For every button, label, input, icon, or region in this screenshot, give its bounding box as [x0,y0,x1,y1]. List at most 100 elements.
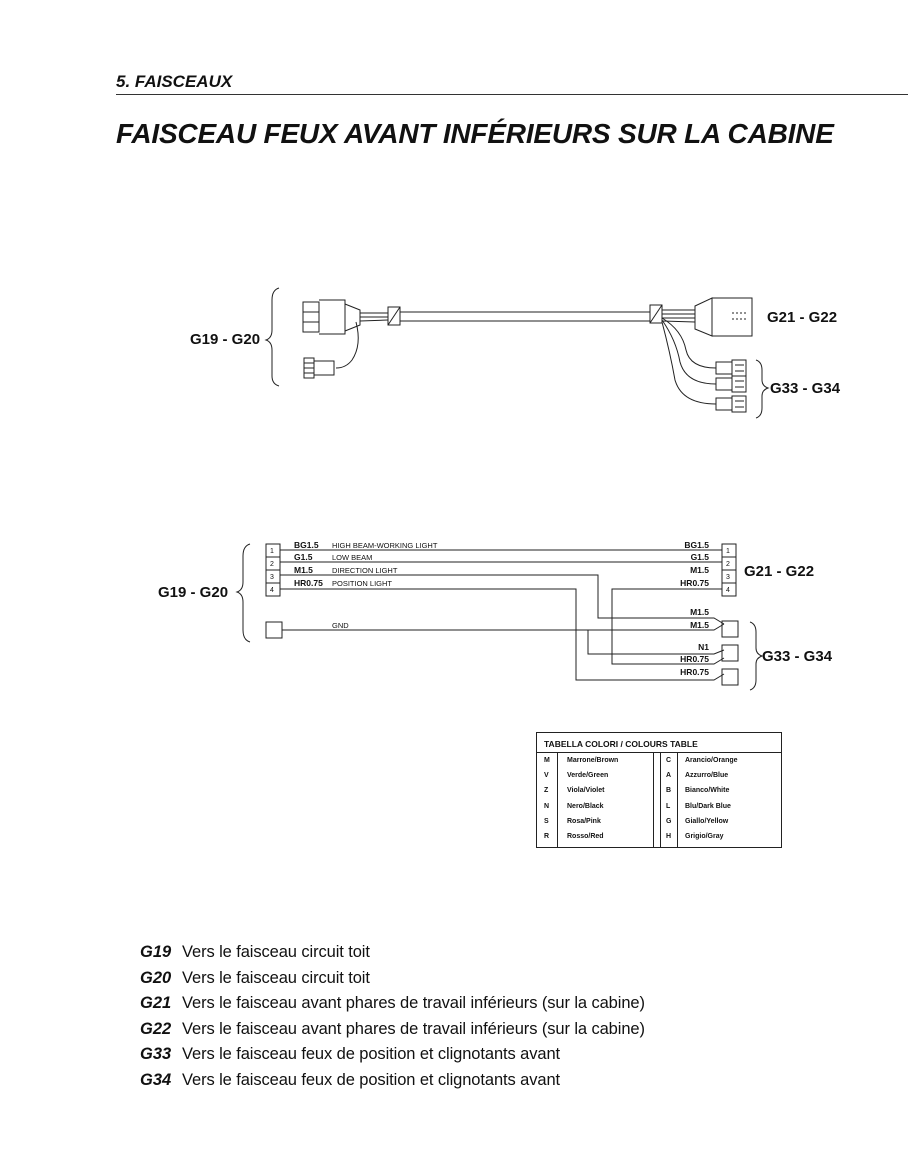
left-pin-1: 1 [270,548,274,555]
color-code: Z [544,787,549,795]
g33-label-1: M1.5 [690,607,709,617]
color-name: Marrone/Brown [567,757,619,764]
color-code: C [666,757,672,764]
g33-label-4: HR0.75 [680,654,709,664]
left-pin-2: 2 [270,561,274,568]
colors-table: TABELLA COLORI / COLOURS TABLE M Marrone/… [536,732,782,848]
color-code: M [544,757,550,764]
schematic-right-brace [749,621,764,691]
pictorial-left-small-connector [303,357,335,379]
colors-table-row: N Nero/Black [537,803,653,818]
legend-code: G21 [140,994,172,1013]
color-code: S [544,817,549,825]
colors-table-left-column: M Marrone/Brown V Verde/Green Z Viola/Viole… [537,753,654,847]
color-name: Nero/Black [567,802,604,810]
color-name: Rosso/Red [567,832,604,840]
color-name: Grigio/Gray [685,832,724,840]
wire-label-left-2: G1.5 [294,552,313,562]
color-name: Verde/Green [567,772,609,780]
pictorial-left-brace [264,287,280,387]
legend-text: Vers le faisceau avant phares de travail… [182,1019,645,1038]
wire-desc-4: POSITION LIGHT [332,579,392,588]
schematic-left-brace [235,543,251,643]
header-rule [116,94,908,95]
schematic-right-connector-g33a [721,620,739,638]
legend-text: Vers le faisceau feux de position et cli… [182,1045,561,1064]
color-code: N [544,802,550,810]
color-code: L [666,802,671,810]
color-code: B [666,787,672,795]
legend-item: G21 Vers le faisceau avant phares de trav… [140,994,645,1020]
legend-code: G34 [140,1070,172,1089]
right-pin-4: 4 [726,587,730,594]
colors-table-row: L Blu/Dark Blue [661,803,783,818]
g33-label-2: M1.5 [690,620,709,630]
g33-label-5: HR0.75 [680,667,709,677]
pictorial-left-sleeve [387,306,401,326]
colors-table-row: B Bianco/White [661,787,783,802]
schematic-right-connector-g33c [721,668,739,686]
color-code: G [666,817,672,825]
legend-code: G19 [140,943,172,961]
legend-text: Vers le faisceau circuit toit [182,968,370,987]
pictorial-left-connector [302,299,361,335]
wire-label-right-1: BG1.5 [684,540,709,550]
right-pin-2: 2 [726,561,730,568]
wire-label-left-4: HR0.75 [294,578,323,588]
schematic-right-bottom-label: G33 - G34 [762,648,833,665]
legend-text: Vers le faisceau circuit toit [182,943,370,961]
schematic-right-connector-g33b [721,644,739,662]
legend-item: G22 Vers le faisceau avant phares de trav… [140,1020,645,1046]
right-pin-3: 3 [726,574,730,581]
wire-label-left-3: M1.5 [294,565,313,575]
left-pin-3: 3 [270,574,274,581]
colors-table-row: M Marrone/Brown [537,757,653,772]
right-pin-1: 1 [726,548,730,555]
wire-m15 [280,574,725,625]
schematic-left-gnd-connector [265,621,283,639]
legend-text: Vers le faisceau avant phares de travail… [182,994,645,1013]
legend-item: G19 Vers le faisceau circuit toit [140,943,645,969]
legend-item: G33 Vers le faisceau feux de position et … [140,1045,645,1071]
g33-label-3: N1 [698,642,709,652]
colors-table-row: A Azzurro/Blue [661,772,783,787]
pictorial-right-brace [755,359,770,419]
color-name: Azzurro/Blue [685,772,729,780]
page-title: FAISCEAU FEUX AVANT INFÉRIEURS SUR LA CA… [116,118,834,149]
pictorial-right-bottom-label: G33 - G34 [770,380,841,397]
legend-text: Vers le faisceau feux de position et cli… [182,1070,561,1089]
color-name: Bianco/White [685,787,730,795]
schematic-right-top-label: G21 - G22 [744,563,814,580]
wire-desc-1: HIGH BEAM-WORKING LIGHT [332,541,438,550]
legend-code: G22 [140,1019,172,1038]
pictorial-right-connector [694,297,753,337]
pictorial-right-small-connectors [715,359,747,413]
wire-hr075-a [280,588,725,681]
wire-label-right-3: M1.5 [690,565,709,575]
wire-hr075-b [611,588,725,665]
color-name: Viola/Violet [567,787,605,795]
color-code: A [666,772,672,780]
wire-label-left-1: BG1.5 [294,540,319,550]
color-name: Rosa/Pink [567,817,601,825]
schematic [235,543,764,691]
wire-desc-3: DIRECTION LIGHT [332,566,398,575]
legend-item: G20 Vers le faisceau circuit toit [140,969,645,995]
legend-code: G20 [140,968,172,987]
wire-desc-2: LOW BEAM [332,553,372,562]
wire-label-right-2: G1.5 [691,552,710,562]
colors-table-row: S Rosa/Pink [537,818,653,833]
pictorial-right-top-label: G21 - G22 [767,309,837,326]
legend-item: G34 Vers le faisceau feux de position et … [140,1071,645,1097]
color-code: V [544,772,549,780]
color-name: Blu/Dark Blue [685,802,731,810]
pictorial-left-group-label: G19 - G20 [190,331,260,348]
legend-code: G33 [140,1045,172,1064]
colors-table-title: TABELLA COLORI / COLOURS TABLE [537,733,781,753]
